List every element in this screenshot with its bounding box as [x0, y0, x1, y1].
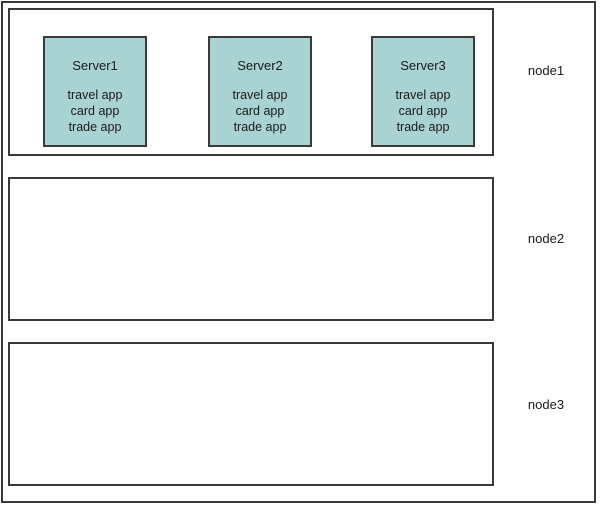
node-container-node3[interactable]: Server1 travel app card app trade app Se…	[8, 342, 494, 486]
app-item: travel app	[395, 88, 451, 102]
app-item: card app	[235, 104, 285, 118]
server-app-list: travel app card app trade app	[45, 87, 145, 135]
server-card-node1-server3[interactable]: Server3 travel app card app trade app	[371, 36, 475, 147]
node-container-node1[interactable]: Server1 travel app card app trade app Se…	[8, 8, 494, 156]
app-item: trade app	[68, 120, 122, 134]
app-item: trade app	[396, 120, 450, 134]
node-label-node2: node2	[527, 231, 565, 246]
app-item: travel app	[67, 88, 123, 102]
server-app-list: travel app card app trade app	[373, 87, 473, 135]
node-container-node2[interactable]: Server1 travel app card app trade app Se…	[8, 177, 494, 482]
server-title: Server3	[400, 58, 446, 73]
node-label-node1: node1	[527, 63, 565, 78]
server-title: Server2	[237, 58, 283, 73]
app-item: travel app	[232, 88, 288, 102]
server-card-node1-server1[interactable]: Server1 travel app card app trade app	[43, 36, 147, 147]
app-item: card app	[398, 104, 448, 118]
server-app-list: travel app card app trade app	[210, 87, 310, 135]
server-title: Server1	[72, 58, 118, 73]
app-item: card app	[70, 104, 120, 118]
node-label-node3: node3	[527, 397, 565, 412]
server-card-node1-server2[interactable]: Server2 travel app card app trade app	[208, 36, 312, 147]
app-item: trade app	[233, 120, 287, 134]
